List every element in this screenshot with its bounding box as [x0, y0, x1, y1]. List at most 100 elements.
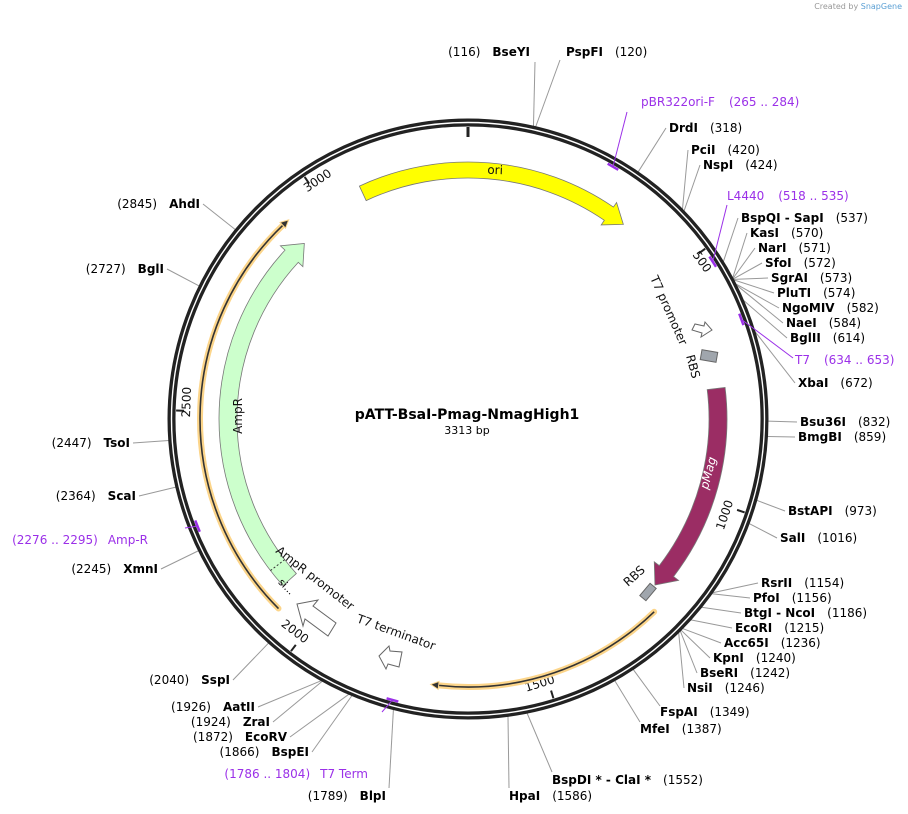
tick-label: 2500 — [179, 387, 194, 418]
rbs-label-1: RBS — [683, 353, 703, 380]
enzyme-label: BseRI(1242) — [700, 666, 790, 680]
primer-marker — [738, 313, 745, 326]
ampr-label: AmpR — [231, 398, 245, 434]
enzyme-line — [748, 523, 778, 539]
enzyme-line — [388, 709, 394, 789]
enzyme-name: PspFI — [566, 45, 603, 59]
enzyme-line — [682, 628, 722, 644]
enzyme-position: (2447) — [52, 436, 92, 450]
enzyme-line — [743, 300, 788, 339]
ori-label: ori — [487, 163, 503, 178]
primer-marker — [194, 519, 201, 533]
enzyme-name: TsoI — [104, 436, 130, 450]
enzyme-line — [637, 127, 667, 173]
enzyme-line — [532, 61, 536, 127]
enzyme-name: PfoI — [753, 591, 780, 605]
enzyme-label: (2447) TsoI — [52, 436, 130, 450]
enzyme-line — [733, 262, 763, 280]
primer-line — [381, 699, 393, 713]
enzyme-lines — [132, 59, 798, 789]
enzyme-position: (1926) — [171, 700, 211, 714]
enzyme-line — [732, 232, 748, 279]
enzyme-label: (2040)SspI — [149, 673, 230, 687]
enzyme-name: NaeI — [786, 316, 817, 330]
enzyme-position: (1872) — [193, 730, 233, 744]
enzyme-label: (2727)BglI — [86, 262, 164, 276]
enzyme-line — [507, 716, 510, 789]
primer-label: pBR322ori-F(265 .. 284) — [641, 95, 799, 109]
enzyme-line — [311, 695, 353, 753]
enzyme-name: NgoMIV — [782, 301, 835, 315]
primer-label: T7(634 .. 653) — [794, 353, 894, 367]
primer-marker — [386, 697, 399, 703]
enzyme-label: (1789)BlpI — [308, 789, 386, 803]
enzyme-line — [690, 619, 733, 629]
enzyme-label: (2245)XmnI — [71, 562, 158, 576]
enzyme-label: (1926)AatII — [171, 700, 255, 714]
enzyme-name: ZraI — [243, 715, 270, 729]
primer-range: (2276 .. 2295) — [12, 533, 98, 547]
enzyme-label: (2364)ScaI — [56, 489, 136, 503]
enzyme-line — [754, 331, 796, 384]
enzyme-line — [711, 593, 751, 599]
enzyme-position: (973) — [845, 504, 877, 518]
enzyme-line — [272, 680, 323, 723]
enzyme-line — [160, 550, 199, 570]
enzyme-line — [614, 680, 641, 723]
tick-mark — [290, 644, 297, 652]
enzyme-position: (571) — [799, 241, 831, 255]
primer-labels: pBR322ori-F(265 .. 284)L4440(518 .. 535)… — [12, 95, 894, 781]
enzyme-line — [732, 247, 756, 279]
enzyme-position: (424) — [745, 158, 777, 172]
enzyme-position: (574) — [823, 286, 855, 300]
enzyme-label: DrdI(318) — [669, 121, 742, 135]
primer-label: (2276 .. 2295)Amp-R — [12, 533, 148, 547]
enzyme-name: NsiI — [687, 681, 713, 695]
primer-name: pBR322ori-F — [641, 95, 715, 109]
primer-range: (1786 .. 1804) — [224, 767, 310, 781]
primer-name: T7 Term — [319, 767, 368, 781]
enzyme-line — [722, 217, 739, 262]
enzyme-line — [166, 268, 200, 287]
tick-label: 2000 — [279, 617, 312, 647]
primer-range: (634 .. 653) — [824, 353, 894, 367]
enzyme-line — [735, 283, 780, 309]
enzyme-name: XmnI — [123, 562, 158, 576]
t7-promoter-label: T7 promoter — [647, 273, 691, 348]
enzyme-line — [681, 149, 689, 210]
enzyme-name: Bsu36I — [800, 415, 846, 429]
enzyme-name: Acc65I — [724, 636, 769, 650]
enzyme-name: BspEI — [271, 745, 309, 759]
enzyme-line — [138, 486, 176, 497]
plasmid-size: 3313 bp — [444, 424, 489, 437]
enzyme-position: (572) — [804, 256, 836, 270]
enzyme-label: SalI(1016) — [780, 531, 857, 545]
primer-line — [612, 111, 628, 167]
enzyme-label: (2845)AhdI — [117, 197, 200, 211]
enzyme-line — [526, 712, 553, 773]
enzyme-label: (1872)EcoRV — [193, 730, 288, 744]
enzyme-name: RsrII — [761, 576, 792, 590]
enzyme-line — [683, 164, 701, 212]
enzyme-name: BmgBI — [798, 430, 842, 444]
tick-mark — [736, 508, 745, 514]
enzyme-position: (1240) — [756, 651, 796, 665]
enzyme-name: BglI — [138, 262, 164, 276]
enzyme-position: (1156) — [792, 591, 832, 605]
enzyme-name: SalI — [780, 531, 805, 545]
enzyme-name: PluTI — [777, 286, 811, 300]
enzyme-line — [733, 279, 775, 294]
enzyme-line — [767, 420, 798, 423]
rbs-label-2: RBS — [621, 563, 648, 589]
enzyme-position: (318) — [710, 121, 742, 135]
enzyme-name: KasI — [750, 226, 779, 240]
enzyme-line — [733, 277, 769, 280]
enzyme-line — [756, 499, 786, 512]
enzyme-position: (582) — [847, 301, 879, 315]
enzyme-name: BspQI - SapI — [741, 211, 824, 225]
enzyme-position: (1586) — [552, 789, 592, 803]
enzyme-line — [679, 630, 698, 674]
enzyme-name: NspI — [703, 158, 733, 172]
enzyme-label: KpnI(1240) — [713, 651, 796, 665]
